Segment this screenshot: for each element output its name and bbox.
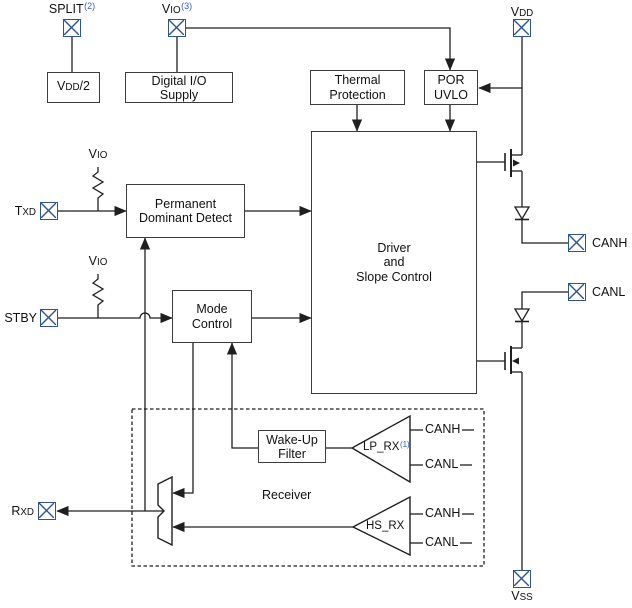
digital-io-supply-line2: Supply: [159, 87, 199, 102]
high-side-mosfet: [477, 149, 523, 207]
txd-wires: [58, 167, 312, 217]
mode-to-mux-wire: [172, 343, 194, 499]
hs-rx-comparator-symbol: [351, 495, 411, 557]
pullup-resistor-stby: [91, 274, 105, 318]
vdd-pin: [513, 19, 531, 37]
rxd-pin: [38, 502, 56, 520]
vio-footnote-link[interactable]: (3): [181, 1, 193, 11]
control-wires: [56, 237, 353, 533]
pin-x-icon: [41, 203, 56, 218]
pin-x-icon: [39, 503, 54, 518]
pin-x-icon: [569, 235, 584, 250]
lp-rx-canh-net-label: CANH: [425, 422, 461, 436]
pin-x-icon: [514, 20, 529, 35]
vio-pin-label: VIO(3): [161, 1, 193, 16]
hs-rx-canh-net-label: CANH: [425, 506, 461, 520]
canh-pin: [568, 234, 586, 252]
rx-input-ticks: [410, 429, 474, 544]
stby-pin: [40, 309, 58, 327]
thermal-protection-line1: Thermal: [334, 73, 381, 87]
mode-control-block: Mode Control: [172, 290, 252, 343]
vio-pin: [168, 19, 186, 37]
mode-control-line2: Control: [191, 316, 233, 331]
vdd2-block-label: VDD/2: [57, 79, 90, 94]
canl-pin-label: CANL: [592, 285, 626, 299]
por-uvlo-line1: POR: [437, 73, 465, 87]
split-pin-label: SPLIT(2): [48, 1, 96, 16]
por-uvlo-block: POR UVLO: [424, 70, 478, 105]
lp-rx-canl-net-label: CANL: [425, 457, 459, 471]
canh-pin-label: CANH: [592, 236, 628, 250]
driver-line1: Driver: [377, 240, 411, 255]
vss-pin: [513, 570, 531, 588]
pdd-line1: Permanent: [154, 196, 217, 211]
pullup-resistor-txd: [91, 167, 105, 211]
receiver-dashed-box: [131, 408, 485, 567]
lp-rx-comparator-symbol: [350, 414, 411, 484]
split-footnote-link[interactable]: (2): [84, 1, 96, 11]
canl-pin: [568, 283, 586, 301]
low-side-diode: [513, 291, 568, 348]
permanent-dominant-detect-block: Permanent Dominant Detect: [126, 184, 245, 238]
por-uvlo-line2: UVLO: [433, 87, 469, 102]
lp-rx-footnote-link[interactable]: (1): [399, 440, 410, 449]
receiver-section-label: Receiver: [262, 488, 312, 502]
stby-pullup-vio-label: VIO: [88, 254, 108, 269]
txd-pin-label: TXD: [14, 204, 36, 219]
stby-pin-label: STBY: [4, 311, 37, 325]
split-pin: [63, 19, 81, 37]
supply-wires: [71, 27, 523, 155]
vdd-pin-label: VDD: [510, 5, 534, 20]
txd-pin: [40, 202, 58, 220]
hs-rx-canl-net-label: CANL: [425, 535, 459, 549]
pin-x-icon: [514, 571, 529, 586]
digital-io-supply-line1: Digital I/O: [151, 73, 207, 88]
mode-control-line1: Mode: [196, 302, 228, 316]
pin-x-icon: [41, 310, 56, 325]
pdd-line2: Dominant Detect: [138, 211, 233, 225]
hs-rx-label: HS_RX: [366, 520, 405, 532]
thermal-protection-line2: Protection: [329, 87, 386, 102]
rxd-pin-label: RXD: [11, 504, 34, 519]
high-side-diode: [513, 206, 568, 244]
wakeup-filter-line2: Filter: [278, 446, 306, 461]
driver-line3: Slope Control: [356, 269, 432, 284]
driver-slope-control-block: Driver and Slope Control: [311, 131, 477, 394]
txd-pullup-vio-label: VIO: [88, 147, 108, 162]
pin-x-icon: [169, 20, 184, 35]
wakeup-to-mode-wire: [226, 342, 258, 449]
thermal-protection-block: Thermal Protection: [310, 70, 405, 105]
lp-rx-label: LP_RX(1): [363, 440, 410, 453]
pin-x-icon: [569, 284, 584, 299]
pin-x-icon: [64, 20, 79, 35]
vss-pin-label: VSS: [511, 589, 533, 604]
digital-io-supply-block: Digital I/O Supply: [125, 72, 233, 103]
vdd2-block: VDD/2: [47, 72, 100, 103]
low-side-mosfet: [477, 346, 523, 570]
rxd-mux-symbol: [157, 475, 173, 547]
wakeup-filter-line1: Wake-Up: [266, 432, 318, 447]
wakeup-filter-block: Wake-Up Filter: [258, 430, 326, 463]
driver-line2: and: [383, 255, 405, 270]
